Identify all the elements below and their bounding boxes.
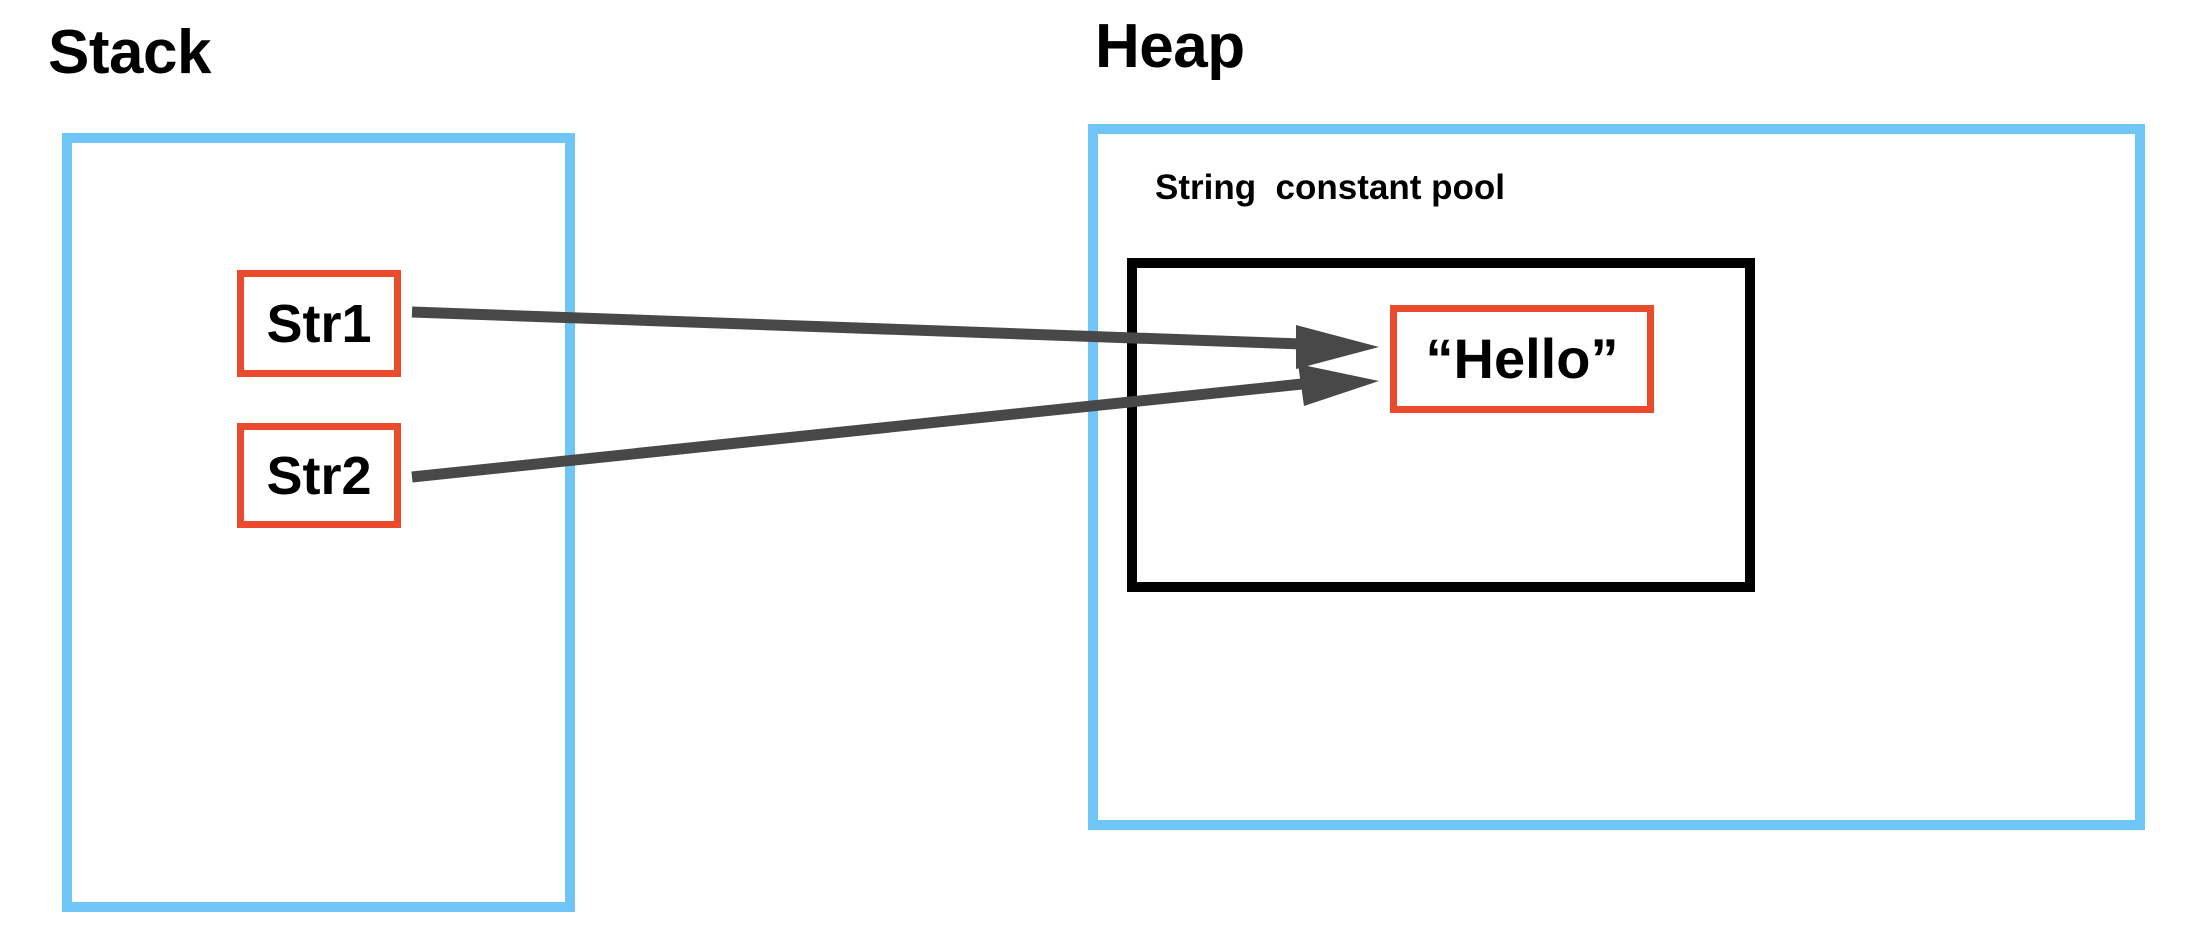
- string-constant-pool-label: String constant pool: [1155, 168, 1505, 207]
- heap-title: Heap: [1095, 12, 1245, 81]
- stack-title: Stack: [48, 18, 211, 87]
- stack-region-box: [62, 133, 575, 912]
- stack-variable-str2: Str2: [237, 423, 401, 528]
- string-literal-hello: “Hello”: [1390, 305, 1654, 413]
- stack-variable-str1: Str1: [237, 270, 401, 377]
